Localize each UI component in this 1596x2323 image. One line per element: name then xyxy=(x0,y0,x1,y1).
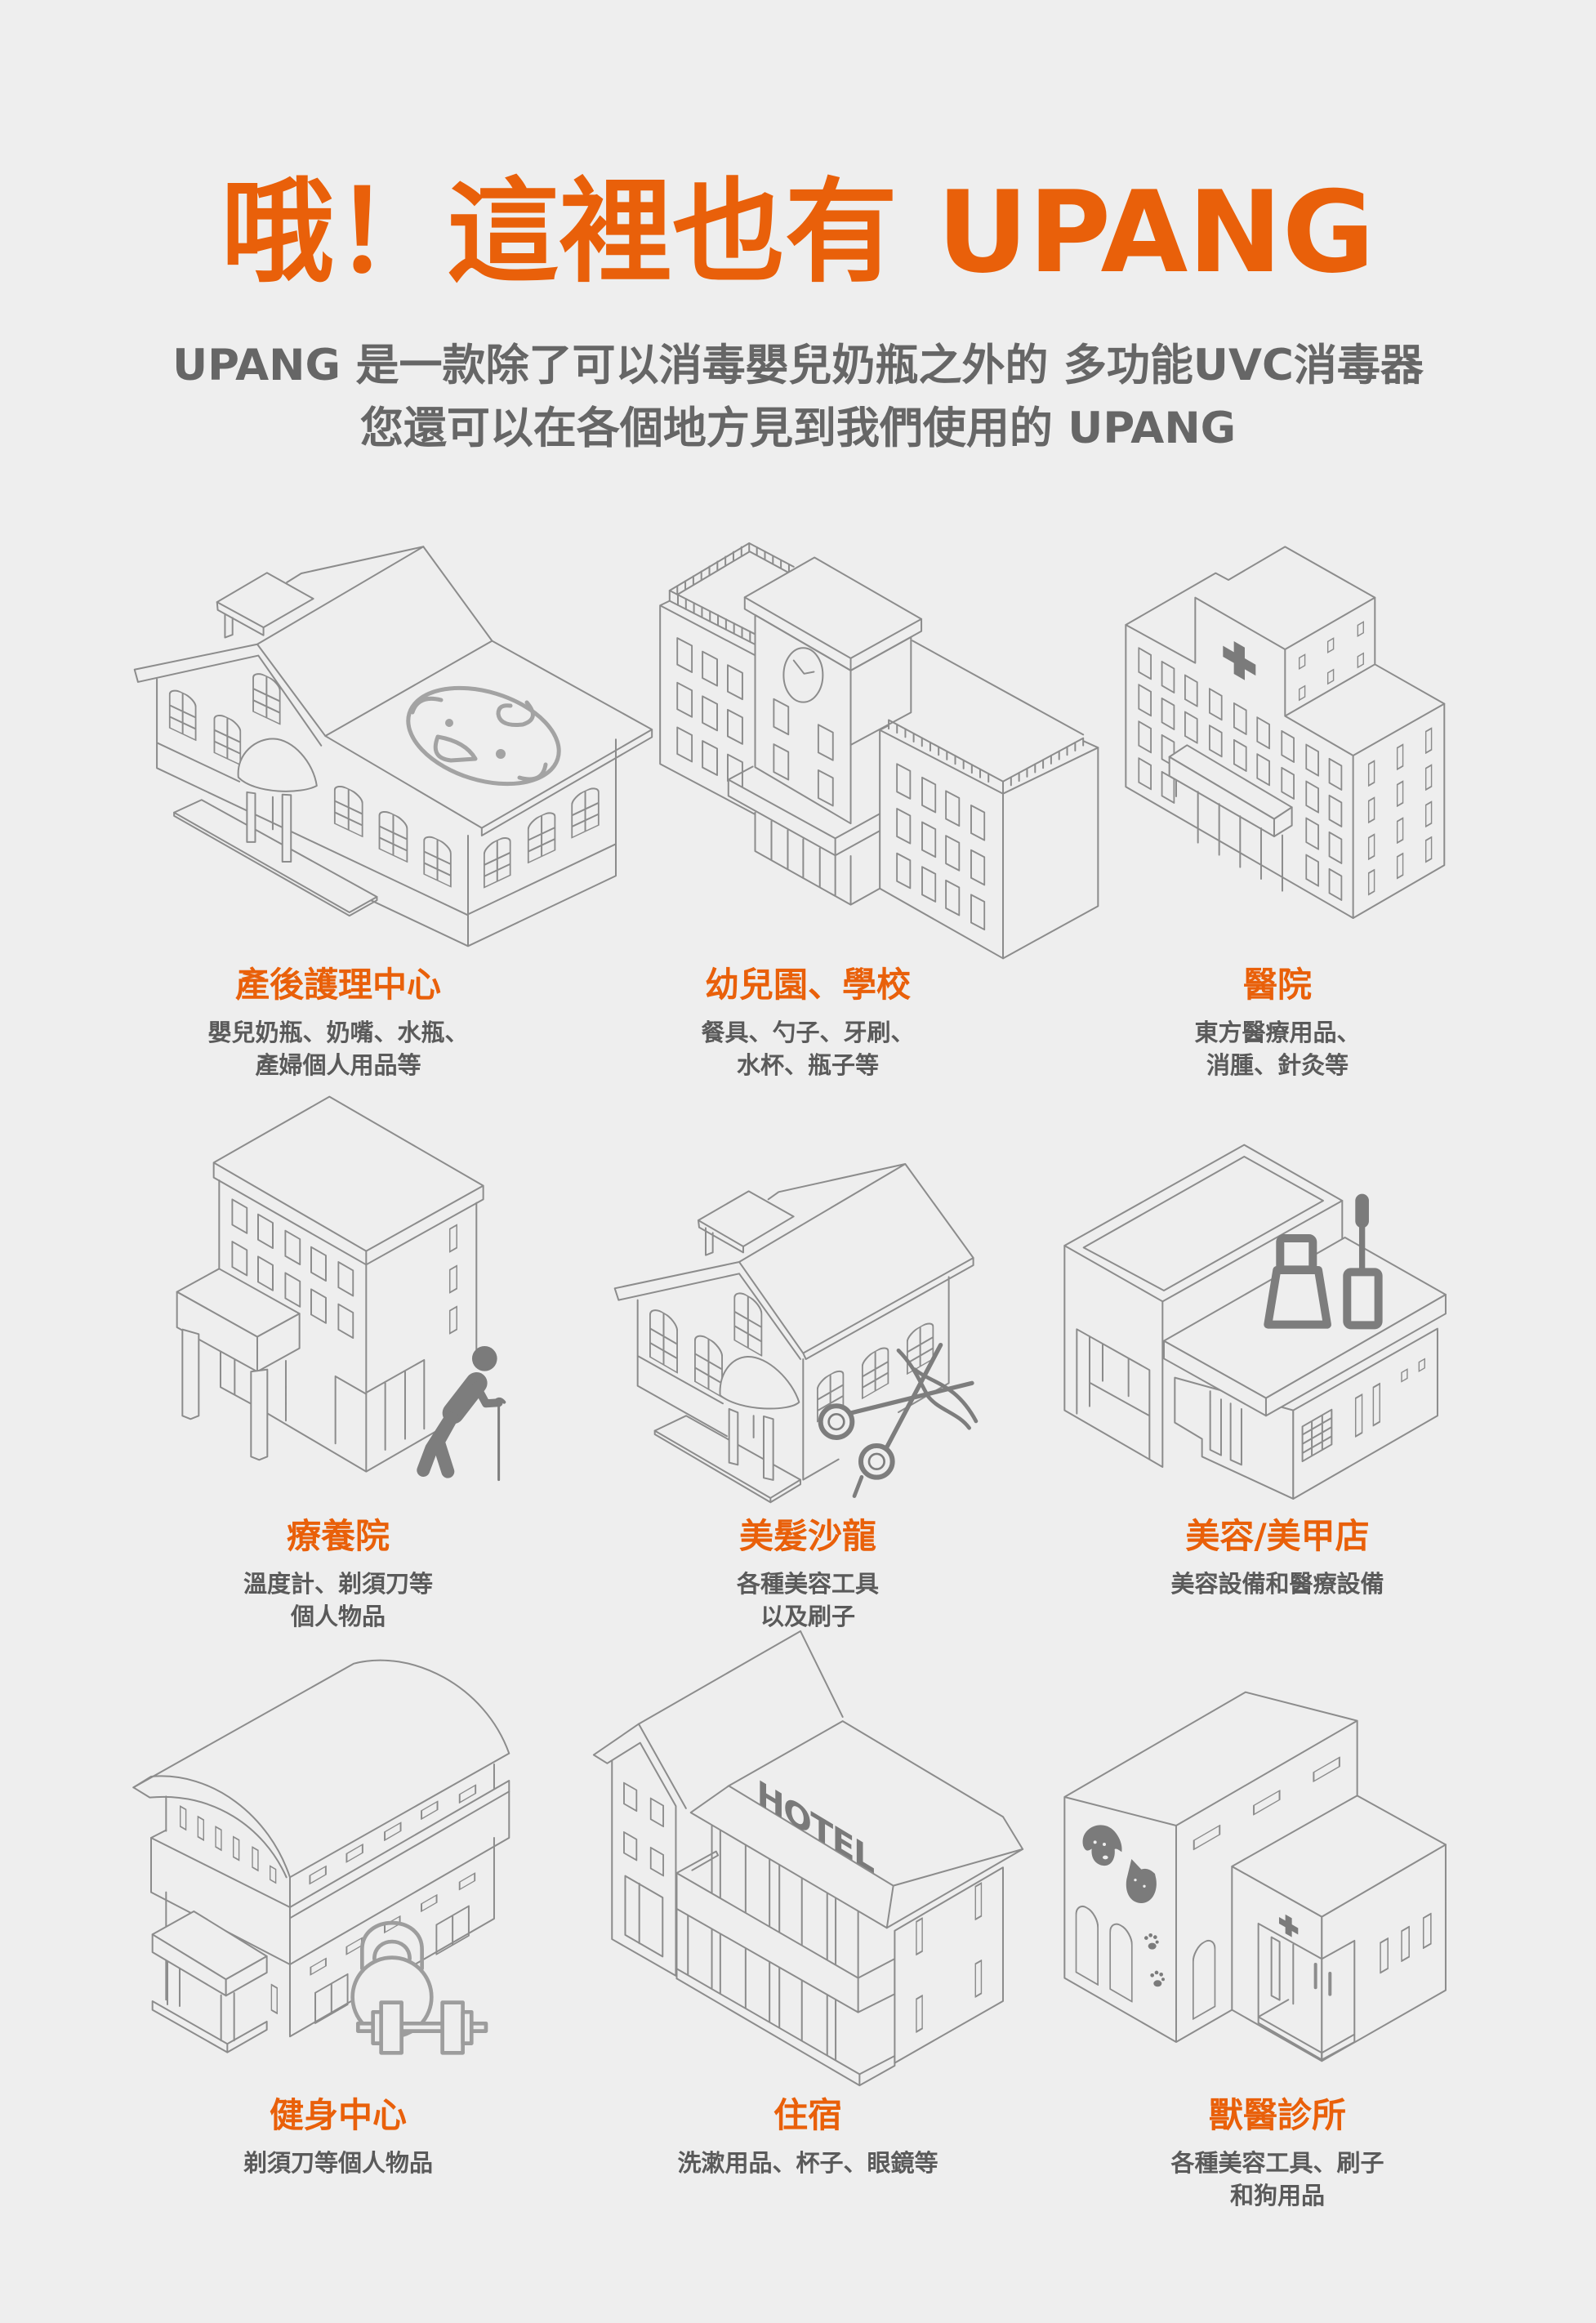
subtitle-line-1: UPANG 是一款除了可以消毒嬰兒奶瓶之外的 多功能UVC消毒器 xyxy=(172,341,1424,390)
card-desc-line: 和狗用品 xyxy=(1229,2182,1325,2209)
postpartum-center-building xyxy=(135,546,652,946)
dog-cat-paw-icon xyxy=(1082,1825,1165,1987)
nursing-home-illustration xyxy=(155,1086,506,1482)
card-vet-clinic: 獸醫診所 各種美容工具、刷子 和狗用品 xyxy=(1032,2095,1522,2212)
card-beauty-nail-salon: 美容/美甲店 美容設備和醫療設備 xyxy=(1032,1516,1522,1600)
card-description: 美容設備和醫療設備 xyxy=(1032,1567,1522,1600)
vet-clinic-building xyxy=(1064,1692,1446,2062)
card-nursing-home: 療養院 溫度計、剃須刀等 個人物品 xyxy=(93,1516,583,1633)
school-building xyxy=(660,543,1098,958)
card-title: 健身中心 xyxy=(269,2095,407,2135)
card-title: 美容/美甲店 xyxy=(1185,1516,1370,1556)
salon-house xyxy=(615,1164,974,1502)
card-desc-line: 美容設備和醫療設備 xyxy=(1170,1570,1384,1598)
entrance-canopy xyxy=(239,738,317,791)
card-description: 餐具、勺子、牙刷、 水杯、瓶子等 xyxy=(563,1016,1053,1081)
card-description: 各種美容工具、刷子 和狗用品 xyxy=(1032,2147,1522,2212)
dog-face-icon xyxy=(1082,1825,1122,1866)
card-desc-line: 餐具、勺子、牙刷、 xyxy=(701,1019,915,1046)
card-desc-line: 溫度計、剃須刀等 xyxy=(243,1570,433,1598)
card-title: 美髮沙龍 xyxy=(738,1516,876,1556)
card-desc-line: 個人物品 xyxy=(290,1603,386,1630)
card-title: 醫院 xyxy=(1242,965,1312,1005)
card-fitness-center: 健身中心 剃須刀等個人物品 xyxy=(93,2095,583,2179)
card-kindergarten-school: 幼兒園、學校 餐具、勺子、牙刷、 水杯、瓶子等 xyxy=(563,965,1053,1081)
kettlebell-dumbbell-icon xyxy=(350,1920,488,2055)
card-hair-salon: 美髮沙龍 各種美容工具 以及刷子 xyxy=(563,1516,1053,1633)
card-desc-line: 水杯、瓶子等 xyxy=(736,1051,879,1079)
medical-cross-icon xyxy=(1223,641,1256,680)
fitness-center-illustration xyxy=(114,1625,539,2055)
hospital-building xyxy=(1126,546,1444,918)
school-illustration xyxy=(637,531,1119,972)
card-hospital: 醫院 東方醫療用品、 消腫、針灸等 xyxy=(1032,965,1522,1081)
beauty-shop-building xyxy=(1064,1145,1446,1499)
lodging-illustration: HOTEL xyxy=(580,1617,1037,2099)
page-title: 哦！這裡也有 UPANG xyxy=(221,167,1375,298)
hair-salon-illustration xyxy=(596,1144,979,1511)
page-subtitle: UPANG 是一款除了可以消毒嬰兒奶瓶之外的 多功能UVC消毒器 您還可以在各個… xyxy=(0,334,1596,460)
card-desc-line: 各種美容工具 xyxy=(736,1570,879,1598)
card-title: 獸醫診所 xyxy=(1208,2095,1346,2135)
hotel-building: HOTEL xyxy=(594,1631,1023,2085)
nail-polish-icon xyxy=(1264,1193,1383,1330)
card-desc-line: 以及刷子 xyxy=(760,1603,855,1630)
card-title: 產後護理中心 xyxy=(234,965,441,1005)
nursing-home-building xyxy=(177,1097,484,1472)
elderly-person-cane-icon xyxy=(417,1345,506,1482)
postpartum-center-illustration xyxy=(114,523,670,968)
beauty-nail-salon-illustration xyxy=(1045,1135,1470,1511)
vet-clinic-illustration xyxy=(1045,1679,1470,2079)
baby-face-icon xyxy=(406,685,561,787)
medical-cross-icon xyxy=(1278,1914,1299,1937)
card-title: 療養院 xyxy=(286,1516,390,1556)
card-description: 嬰兒奶瓶、奶嘴、水瓶、 產婦個人用品等 xyxy=(93,1016,583,1081)
card-desc-line: 洗漱用品、杯子、眼鏡等 xyxy=(677,2149,938,2177)
card-description: 東方醫療用品、 消腫、針灸等 xyxy=(1032,1016,1522,1081)
card-desc-line: 剃須刀等個人物品 xyxy=(243,2149,433,2177)
cat-face-icon xyxy=(1126,1858,1157,1903)
card-desc-line: 東方醫療用品、 xyxy=(1194,1019,1361,1046)
card-desc-line: 消腫、針灸等 xyxy=(1206,1051,1349,1079)
card-description: 洗漱用品、杯子、眼鏡等 xyxy=(563,2147,1053,2179)
hospital-illustration xyxy=(1103,531,1478,923)
card-description: 各種美容工具 以及刷子 xyxy=(563,1567,1053,1633)
scissors-icon xyxy=(818,1342,979,1498)
card-description: 溫度計、剃須刀等 個人物品 xyxy=(93,1567,583,1633)
card-desc-line: 各種美容工具、刷子 xyxy=(1170,2149,1384,2177)
card-desc-line: 產婦個人用品等 xyxy=(255,1051,421,1079)
card-postpartum-center: 產後護理中心 嬰兒奶瓶、奶嘴、水瓶、 產婦個人用品等 xyxy=(93,965,583,1081)
card-desc-line: 嬰兒奶瓶、奶嘴、水瓶、 xyxy=(207,1019,469,1046)
school-windows-left xyxy=(676,636,743,790)
card-description: 剃須刀等個人物品 xyxy=(93,2147,583,2179)
subtitle-line-2: 您還可以在各個地方見到我們使用的 UPANG xyxy=(359,404,1237,453)
paw-print-icon xyxy=(1144,1933,1165,1987)
card-title: 住宿 xyxy=(773,2095,842,2135)
clock-icon xyxy=(783,648,823,702)
card-title: 幼兒園、學校 xyxy=(704,965,911,1005)
card-lodging: 住宿 洗漱用品、杯子、眼鏡等 xyxy=(563,2095,1053,2179)
gym-building xyxy=(133,1661,509,2053)
